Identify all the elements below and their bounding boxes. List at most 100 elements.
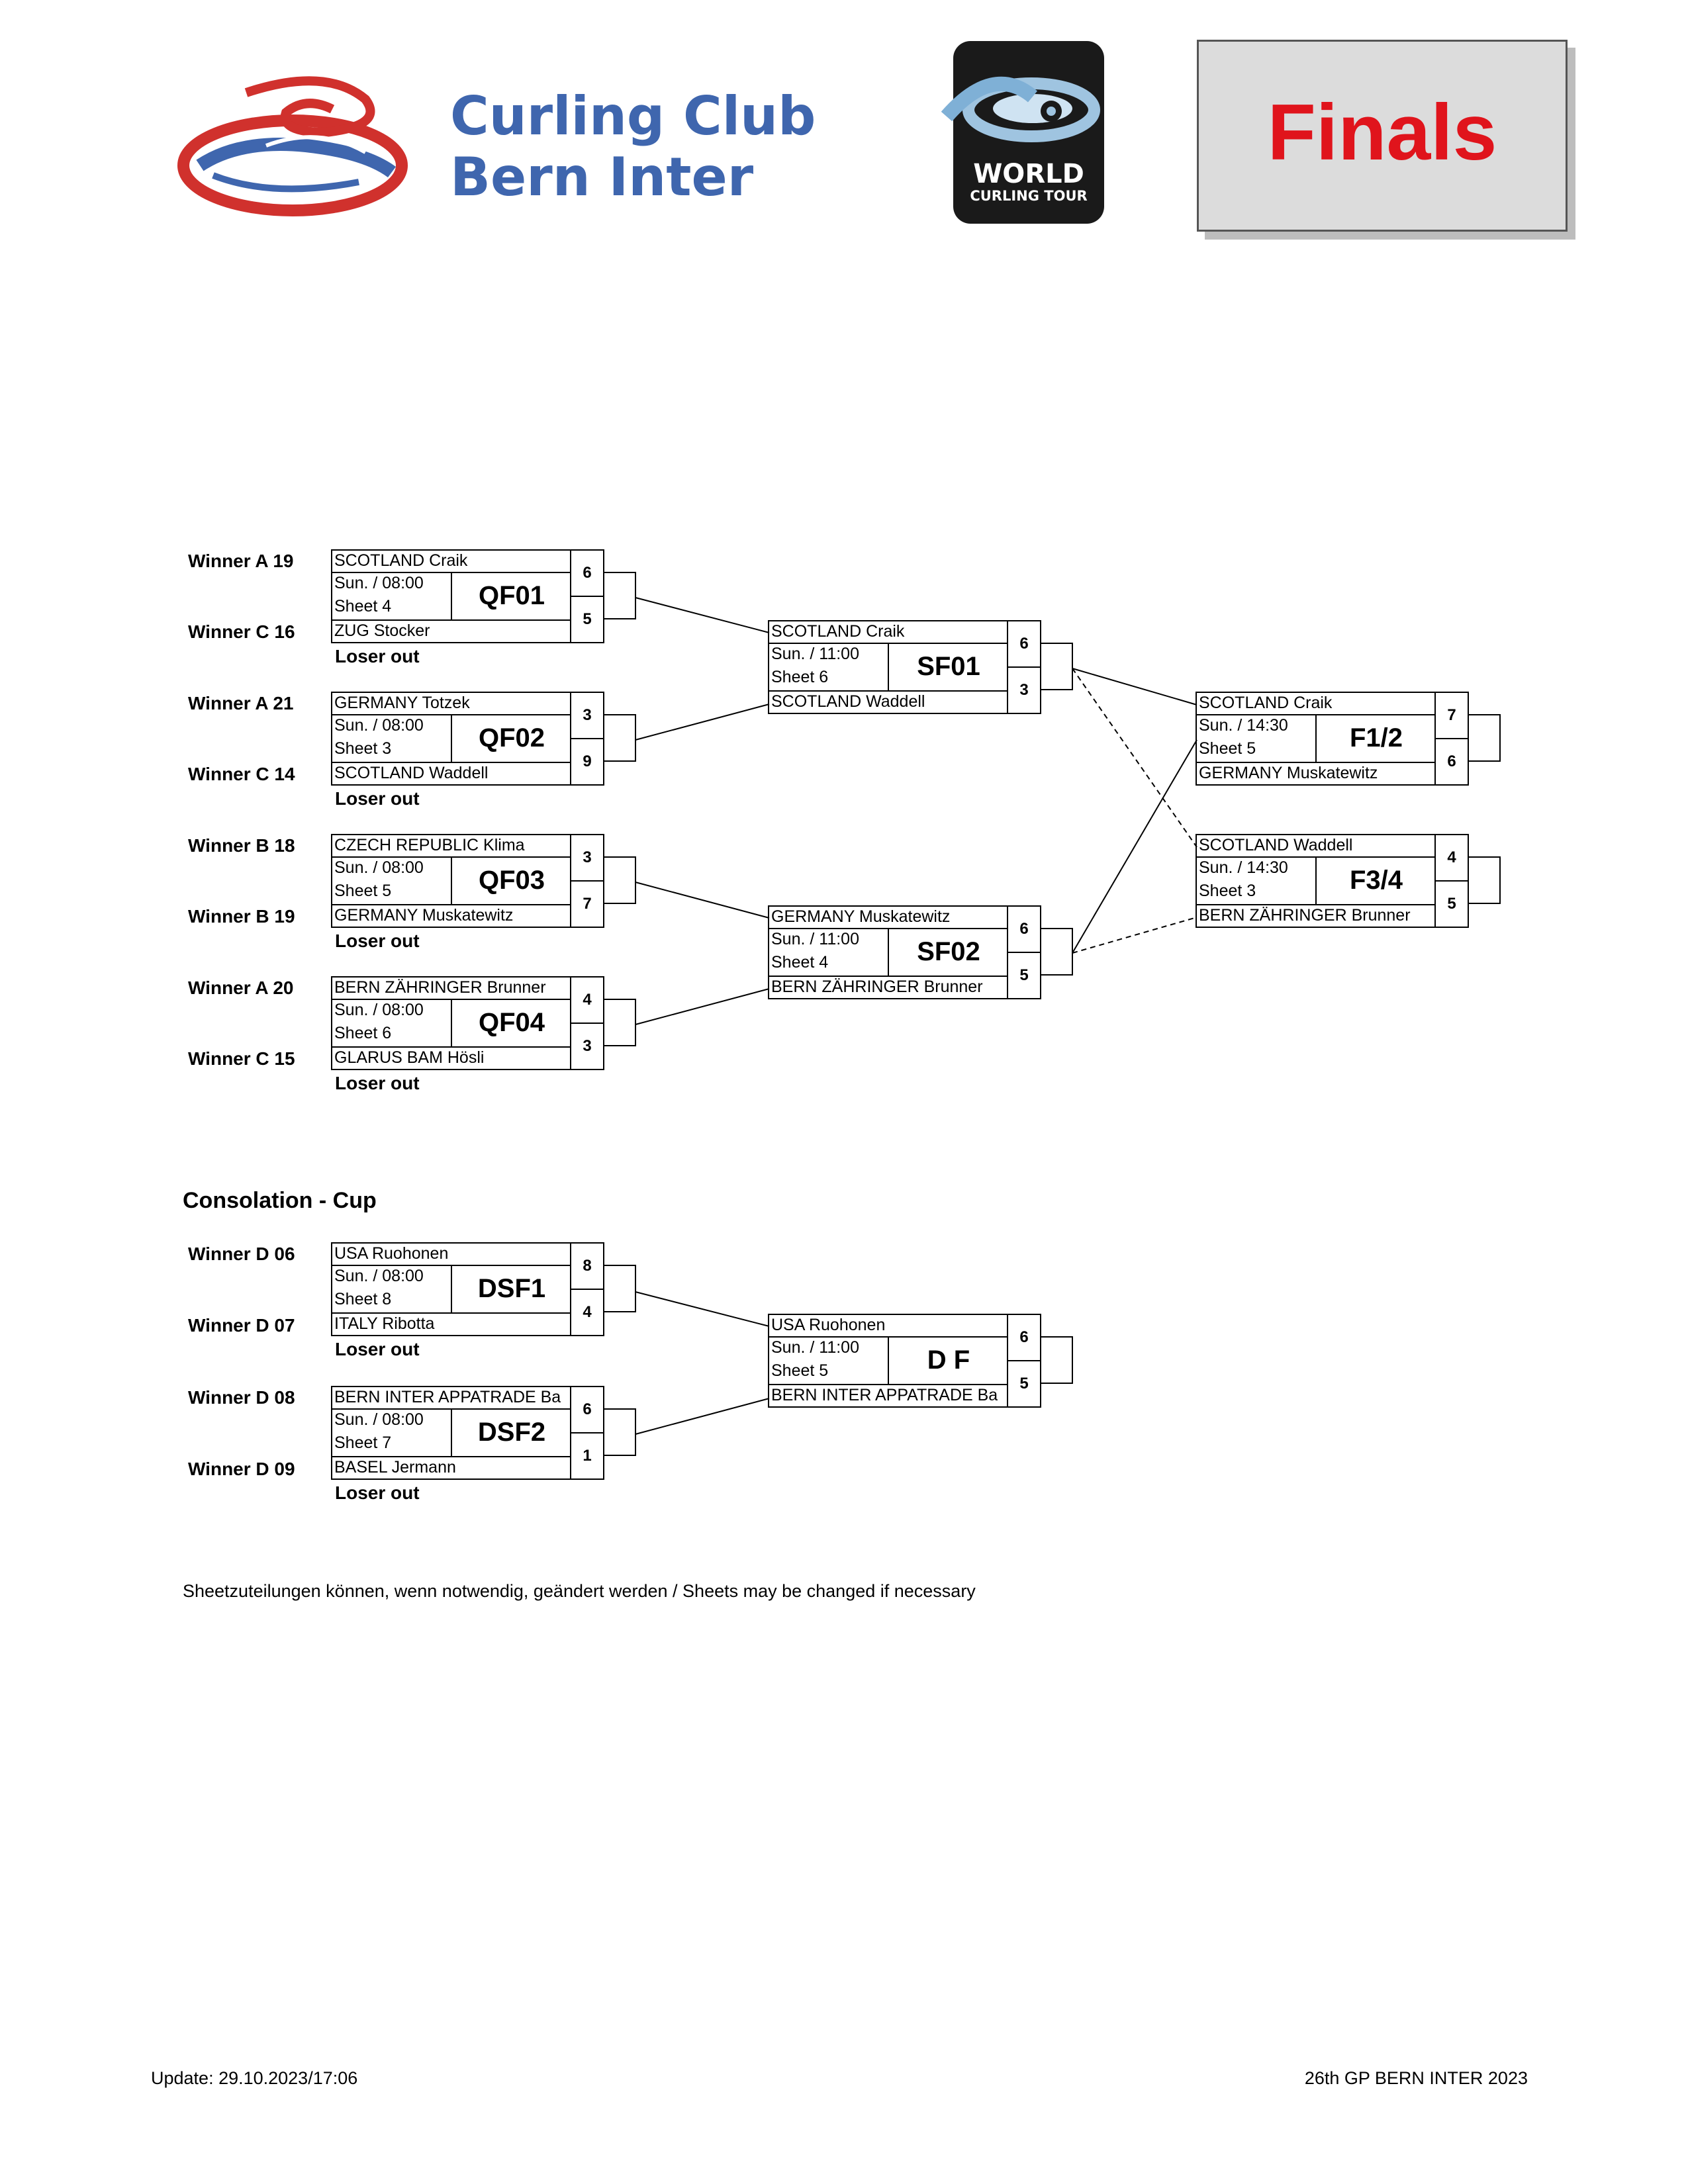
seed-qf01-bottom: Winner C 16 <box>188 621 295 642</box>
score2: 5 <box>1019 966 1029 984</box>
score1: 6 <box>583 1400 592 1418</box>
team2: BERN INTER APPATRADE Ba <box>771 1386 998 1404</box>
score1: 4 <box>583 991 592 1009</box>
team2: ITALY Ribotta <box>334 1314 435 1333</box>
game-code: QF04 <box>478 1008 545 1037</box>
connector-qf04-sf02 <box>635 988 770 1025</box>
score2: 7 <box>583 895 592 913</box>
footer-event: 26th GP BERN INTER 2023 <box>1304 2068 1528 2088</box>
club-logo <box>173 66 418 218</box>
team2: GLARUS BAM Hösli <box>334 1048 485 1067</box>
connector-qf02-sf01 <box>635 704 770 741</box>
team2: GERMANY Muskatewitz <box>334 906 514 925</box>
game-sheet: Sheet 5 <box>771 1361 829 1380</box>
score1: 6 <box>1019 920 1029 938</box>
game-time: Sun. / 08:00 <box>334 858 424 877</box>
game-sheet: Sheet 6 <box>334 1024 392 1042</box>
loser-out-label: Loser out <box>335 1073 420 1093</box>
team1: SCOTLAND Waddell <box>1199 836 1353 854</box>
game-time: Sun. / 08:00 <box>334 574 424 592</box>
score2: 5 <box>1019 1375 1029 1392</box>
game-code: QF01 <box>478 581 545 610</box>
game-code: SF02 <box>917 937 980 966</box>
game-time: Sun. / 14:30 <box>1199 858 1288 877</box>
game-sheet: Sheet 3 <box>1199 882 1256 900</box>
game-qf03: CZECH REPUBLIC Klima Sun. / 08:00 Sheet … <box>331 834 637 951</box>
game-qf01: SCOTLAND Craik Sun. / 08:00 Sheet 4 QF01… <box>331 549 637 666</box>
game-time: Sun. / 08:00 <box>334 1267 424 1285</box>
team1: USA Ruohonen <box>334 1244 449 1263</box>
game-sheet: Sheet 7 <box>334 1433 392 1452</box>
team2: SCOTLAND Waddell <box>771 692 925 711</box>
seed-qf04-bottom: Winner C 15 <box>188 1048 295 1069</box>
game-f34: SCOTLAND Waddell Sun. / 14:30 Sheet 3 F3… <box>1196 834 1501 928</box>
footer-update: Update: 29.10.2023/17:06 <box>151 2068 358 2088</box>
score2: 3 <box>583 1037 592 1055</box>
game-sheet: Sheet 4 <box>771 953 829 972</box>
connector-sf01-f12 <box>1072 668 1197 705</box>
game-sheet: Sheet 4 <box>334 597 392 615</box>
game-code: DSF2 <box>477 1418 546 1447</box>
world-curling-tour-logo: WORLD CURLING TOUR <box>933 37 1117 226</box>
game-sheet: Sheet 3 <box>334 739 392 758</box>
team1: BERN INTER APPATRADE Ba <box>334 1388 561 1406</box>
game-sheet: Sheet 6 <box>771 668 829 686</box>
game-time: Sun. / 11:00 <box>771 930 859 948</box>
game-time: Sun. / 08:00 <box>334 1410 424 1429</box>
connector-dsf1-df <box>635 1291 770 1327</box>
team1: USA Ruohonen <box>771 1316 886 1334</box>
score2: 4 <box>583 1303 592 1321</box>
score1: 8 <box>583 1257 592 1275</box>
curling-club-swirl-logo <box>177 76 408 216</box>
game-code: QF03 <box>478 866 545 895</box>
score1: 3 <box>583 848 592 866</box>
team2: BERN ZÄHRINGER Brunner <box>771 978 983 996</box>
team2: GERMANY Muskatewitz <box>1199 764 1378 782</box>
seed-dsf2-bottom: Winner D 09 <box>188 1459 295 1479</box>
score2: 5 <box>583 610 592 628</box>
club-name-line2: Bern Inter <box>450 146 754 208</box>
score2: 5 <box>1447 895 1456 913</box>
seed-qf04-top: Winner A 20 <box>188 978 294 998</box>
team1: SCOTLAND Craik <box>334 551 468 570</box>
seed-qf03-bottom: Winner B 19 <box>188 906 295 927</box>
consolation-heading: Consolation - Cup <box>183 1188 377 1213</box>
team1: SCOTLAND Craik <box>771 622 905 641</box>
game-qf02: GERMANY Totzek Sun. / 08:00 Sheet 3 QF02… <box>331 692 637 809</box>
score1: 3 <box>583 706 592 724</box>
score1: 7 <box>1447 706 1456 724</box>
connector-qf03-sf02 <box>635 882 770 919</box>
loser-out-label: Loser out <box>335 1482 420 1503</box>
game-time: Sun. / 08:00 <box>334 716 424 735</box>
score2: 9 <box>583 752 592 770</box>
score2: 1 <box>583 1447 592 1465</box>
game-sf01: SCOTLAND Craik Sun. / 11:00 Sheet 6 SF01… <box>768 620 1074 714</box>
game-code: SF01 <box>917 652 980 681</box>
team2: ZUG Stocker <box>334 621 430 640</box>
team1: BERN ZÄHRINGER Brunner <box>334 978 546 997</box>
club-name-line1: Curling Club <box>450 85 816 147</box>
game-qf04: BERN ZÄHRINGER Brunner Sun. / 08:00 Shee… <box>331 976 637 1093</box>
game-code: DSF1 <box>477 1274 546 1303</box>
sheet-change-note: Sheetzuteilungen können, wenn notwendig,… <box>183 1581 976 1601</box>
score1: 6 <box>1019 635 1029 653</box>
wct-line2: CURLING TOUR <box>970 188 1088 204</box>
team2: SCOTLAND Waddell <box>334 764 489 782</box>
finals-title-box: Finals <box>1197 40 1568 232</box>
score1: 4 <box>1447 848 1456 866</box>
seed-dsf1-top: Winner D 06 <box>188 1244 295 1264</box>
game-code: QF02 <box>478 723 545 752</box>
team2: BASEL Jermann <box>334 1458 456 1477</box>
loser-out-label: Loser out <box>335 1339 420 1359</box>
score1: 6 <box>1019 1328 1029 1346</box>
game-sheet: Sheet 5 <box>1199 739 1256 758</box>
loser-out-label: Loser out <box>335 788 420 809</box>
connector-qf01-sf01 <box>635 597 770 633</box>
score1: 6 <box>583 564 592 582</box>
game-time: Sun. / 08:00 <box>334 1001 424 1019</box>
team1: GERMANY Totzek <box>334 694 470 712</box>
loser-out-label: Loser out <box>335 931 420 951</box>
team2: BERN ZÄHRINGER Brunner <box>1199 906 1411 925</box>
